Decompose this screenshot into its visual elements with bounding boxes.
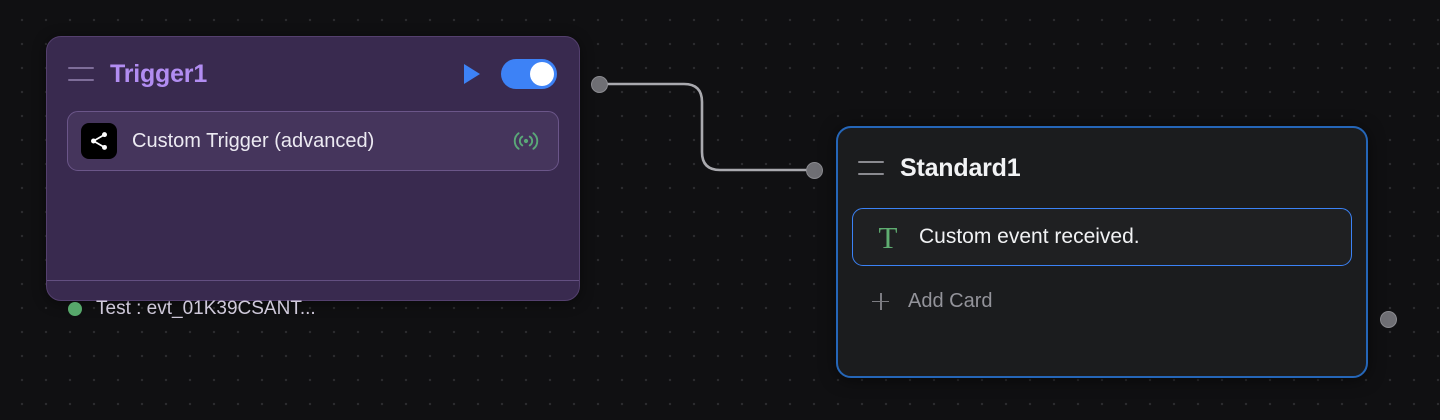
drag-handle-icon[interactable] <box>858 161 884 175</box>
node-handle-source-standard1[interactable] <box>1380 311 1397 328</box>
trigger-card-label: Custom Trigger (advanced) <box>132 129 375 152</box>
node-trigger1[interactable]: Trigger1 Custom Trigger (advanced) <box>46 36 580 319</box>
node-standard1-header[interactable]: Standard1 <box>838 128 1366 208</box>
drag-handle-icon[interactable] <box>68 67 94 81</box>
node-trigger1-header[interactable]: Trigger1 <box>47 37 579 111</box>
trigger-enabled-toggle[interactable] <box>501 59 557 89</box>
edge-trigger1-to-standard1 <box>602 82 812 172</box>
node-handle-source-trigger1[interactable] <box>591 76 608 93</box>
node-standard1[interactable]: Standard1 T Custom event received. Add C… <box>836 126 1368 378</box>
share-nodes-icon <box>81 123 117 159</box>
add-card-label: Add Card <box>908 289 993 312</box>
trigger-card[interactable]: Custom Trigger (advanced) <box>67 111 559 171</box>
trigger-test-status[interactable]: Test : evt_01K39CSANT... <box>47 281 579 337</box>
node-trigger1-title: Trigger1 <box>110 59 208 88</box>
add-card-button[interactable]: Add Card <box>838 274 1366 328</box>
standard-card[interactable]: T Custom event received. <box>852 208 1352 266</box>
trigger-test-label: Test : evt_01K39CSANT... <box>96 298 316 319</box>
plus-icon <box>872 292 889 310</box>
standard-card-label: Custom event received. <box>919 225 1140 248</box>
node-trigger1-divider <box>47 280 579 281</box>
text-t-icon: T <box>878 219 898 255</box>
toggle-knob <box>530 62 554 86</box>
node-handle-target-standard1[interactable] <box>806 162 823 179</box>
broadcast-signal-icon <box>512 128 540 154</box>
status-dot-icon <box>68 302 82 316</box>
node-standard1-title: Standard1 <box>900 153 1021 182</box>
play-icon[interactable] <box>459 61 485 87</box>
